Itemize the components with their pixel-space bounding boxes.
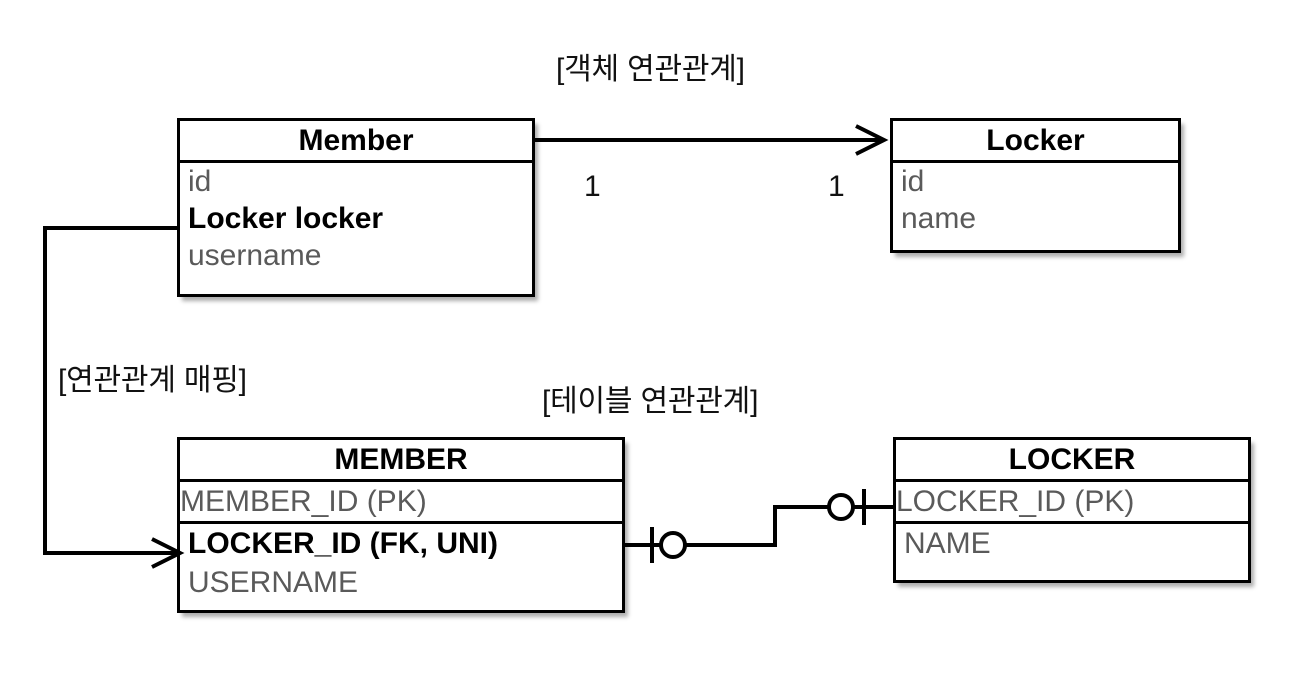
table-box-locker[interactable]: LOCKER LOCKER_ID (PK) NAME [893, 437, 1251, 583]
table-box-locker-columns: LOCKER_ID (PK) NAME [896, 482, 1248, 563]
table-column-locker-name: NAME [904, 527, 991, 560]
class-box-locker-fields: id name [893, 163, 1178, 237]
class-box-member[interactable]: Member id Locker locker username [177, 118, 535, 297]
table-column-member-username: USERNAME [188, 566, 359, 599]
caption-table-association: [테이블 연관관계] [542, 385, 759, 418]
multiplicity-source: 1 [584, 170, 601, 203]
relationship-ring-right [827, 493, 855, 521]
caption-object-association: [객체 연관관계] [556, 53, 745, 86]
table-box-member[interactable]: MEMBER MEMBER_ID (PK) LOCKER_ID (FK, UNI… [177, 437, 625, 613]
association-arrow-member-to-locker [535, 124, 889, 156]
class-box-locker-title: Locker [893, 121, 1178, 163]
class-field-member-locker: Locker locker [188, 202, 384, 235]
multiplicity-target: 1 [828, 170, 845, 203]
table-column-member-id: MEMBER_ID (PK) [180, 482, 622, 524]
table-column-locker-id: LOCKER_ID (PK) [896, 482, 1248, 524]
class-field-locker-id: id [901, 165, 925, 198]
class-box-locker[interactable]: Locker id name [890, 118, 1181, 253]
table-box-locker-title: LOCKER [896, 440, 1248, 482]
class-box-member-fields: id Locker locker username [180, 163, 532, 274]
table-box-member-title: MEMBER [180, 440, 622, 482]
class-field-member-id: id [188, 165, 212, 198]
table-box-member-columns: MEMBER_ID (PK) LOCKER_ID (FK, UNI) USERN… [180, 482, 622, 602]
caption-association-mapping: [연관관계 매핑] [58, 364, 247, 397]
relationship-ring-left [659, 531, 687, 559]
class-field-member-username: username [188, 239, 322, 272]
table-column-member-locker-id: LOCKER_ID (FK, UNI) [188, 527, 498, 560]
table-relationship-member-locker [625, 489, 893, 563]
class-box-member-title: Member [180, 121, 532, 163]
class-field-locker-name: name [901, 202, 977, 235]
